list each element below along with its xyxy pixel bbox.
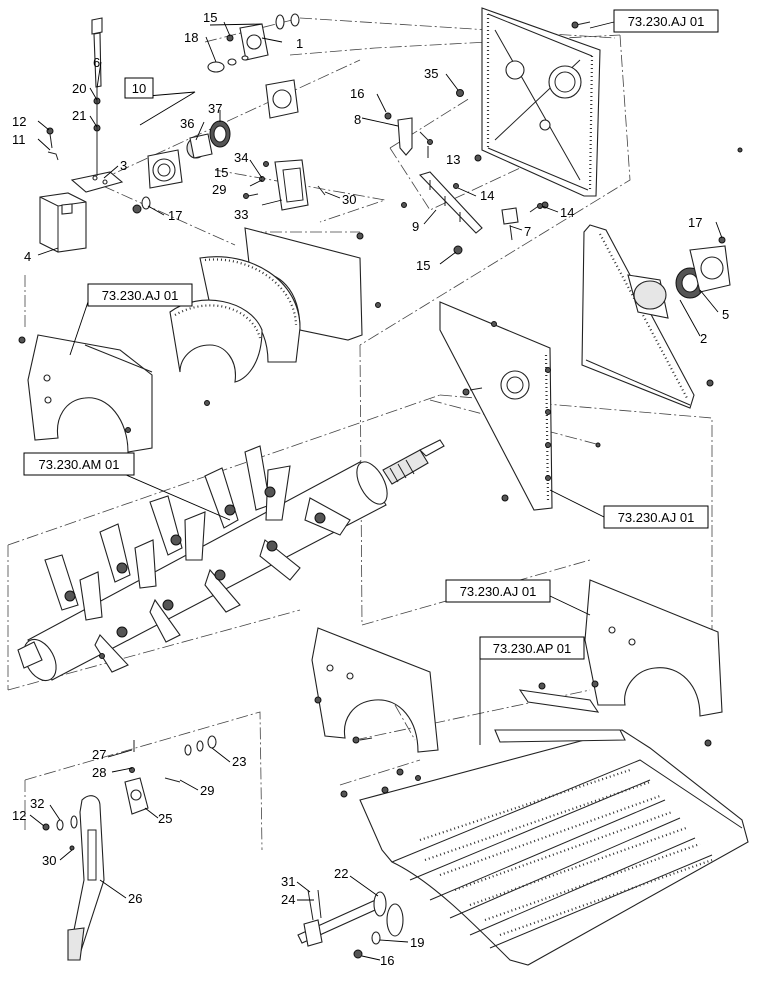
svg-text:73.230.AM 01: 73.230.AM 01: [39, 457, 120, 472]
center-side-plate: [439, 301, 553, 511]
callout-16-top: 16: [350, 86, 364, 101]
callout-28: 28: [92, 765, 106, 780]
reference-box-left[interactable]: 73.230.AJ 01: [87, 283, 193, 307]
callout-12-bottom: 12: [12, 808, 26, 823]
callout-7: 7: [524, 224, 531, 239]
callout-8: 8: [354, 112, 361, 127]
left-side-plate: [18, 334, 153, 453]
callout-15-top: 15: [203, 10, 217, 25]
callout-12-top: 12: [12, 114, 26, 129]
bearing-flange-1: [207, 13, 300, 73]
alignment-lines: [7, 17, 721, 851]
callout-36: 36: [180, 116, 194, 131]
callout-34: 34: [234, 150, 248, 165]
concave-grate: [340, 680, 749, 966]
bracket-8-9: [384, 112, 543, 255]
callout-1: 1: [296, 36, 303, 51]
callout-27: 27: [92, 747, 106, 762]
rotor-assembly: [17, 439, 445, 682]
callout-17-right: 17: [688, 215, 702, 230]
svg-text:10: 10: [132, 81, 146, 96]
svg-text:73.230.AP 01: 73.230.AP 01: [493, 641, 572, 656]
reference-box-top[interactable]: 73.230.AJ 01: [613, 9, 719, 33]
callout-14-a: 14: [480, 188, 494, 203]
svg-text:73.230.AJ 01: 73.230.AJ 01: [628, 14, 705, 29]
reference-box-mid-right[interactable]: 73.230.AJ 01: [603, 505, 709, 529]
callout-29-bottom: 29: [200, 783, 214, 798]
rotor-knives: [44, 445, 351, 673]
callout-20: 20: [72, 81, 86, 96]
lever-arm-26: [42, 735, 217, 961]
reference-box-concave[interactable]: 73.230.AP 01: [479, 636, 585, 660]
callout-33: 33: [234, 207, 248, 222]
callout-13: 13: [446, 152, 460, 167]
shaft-22: [297, 889, 404, 959]
callout-23: 23: [232, 754, 246, 769]
callout-31: 31: [281, 874, 295, 889]
top-side-plate: [481, 7, 601, 197]
callout-2: 2: [700, 331, 707, 346]
lower-right-shroud: [584, 579, 723, 747]
callout-11: 11: [12, 132, 26, 147]
cover-box-4: [39, 171, 151, 253]
callout-37: 37: [208, 101, 222, 116]
callout-17-left: 17: [168, 208, 182, 223]
callout-35: 35: [424, 66, 438, 81]
svg-text:73.230.AJ 01: 73.230.AJ 01: [460, 584, 537, 599]
svg-text:73.230.AJ 01: 73.230.AJ 01: [102, 288, 179, 303]
callout-16-bottom: 16: [380, 953, 394, 968]
reference-box-rotor[interactable]: 73.230.AM 01: [23, 452, 135, 476]
callout-19: 19: [410, 935, 424, 950]
fasteners-11-12: [46, 127, 59, 161]
bearing-assembly-36-37: [147, 79, 299, 189]
callout-6: 6: [93, 55, 100, 70]
callout-3: 3: [120, 158, 127, 173]
callout-5: 5: [722, 307, 729, 322]
callout-29-top: 29: [212, 182, 226, 197]
svg-text:73.230.AJ 01: 73.230.AJ 01: [618, 510, 695, 525]
callout-18: 18: [184, 30, 198, 45]
callout-21: 21: [72, 108, 86, 123]
callout-9: 9: [412, 219, 419, 234]
callout-26: 26: [128, 891, 142, 906]
callout-30-bottom: 30: [42, 853, 56, 868]
clamp-33: [243, 159, 326, 211]
leader-lines: [29, 21, 723, 961]
callout-22: 22: [334, 866, 348, 881]
callout-32: 32: [30, 796, 44, 811]
callout-30-top: 30: [342, 192, 356, 207]
rod-6: [91, 17, 103, 176]
callout-24: 24: [281, 892, 295, 907]
callout-box-10[interactable]: 10: [124, 77, 154, 99]
callout-15-bracket: 15: [416, 258, 430, 273]
reference-box-lower-right[interactable]: 73.230.AJ 01: [445, 579, 551, 603]
callout-4: 4: [24, 249, 31, 264]
upper-shroud-plates: [169, 227, 381, 406]
callout-labels: 1 2 3 4 5 6 7 8 9 11 12 13 14 14 15 15 1…: [12, 10, 729, 968]
right-side-plate: [581, 224, 731, 448]
callout-15-mid: 15: [214, 165, 228, 180]
callout-25: 25: [158, 811, 172, 826]
callout-14-b: 14: [560, 205, 574, 220]
lower-middle-shroud: [311, 627, 439, 753]
